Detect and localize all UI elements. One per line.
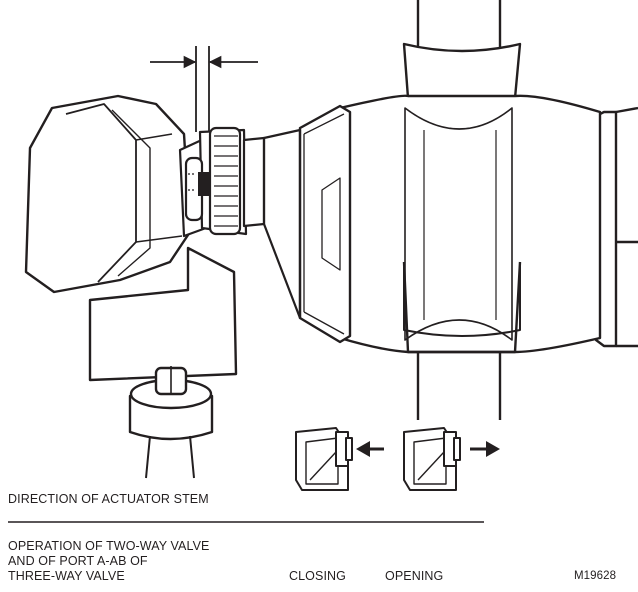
closing-diagram: [295, 427, 353, 491]
operation-line: OPERATION OF TWO-WAY VALVE: [8, 539, 210, 553]
actuator-stem-coupling: [178, 126, 302, 320]
operation-line: THREE-WAY VALVE: [8, 569, 125, 583]
actuator: [24, 94, 238, 479]
stem-gap-dimension: [150, 46, 258, 132]
arrow-left-icon: [356, 441, 384, 457]
operation-line: AND OF PORT A-AB OF: [8, 554, 148, 568]
direction-label: DIRECTION OF ACTUATOR STEM: [8, 492, 209, 506]
opening-label: OPENING: [385, 569, 444, 583]
closing-label: CLOSING: [289, 569, 346, 583]
arrow-right-icon: [470, 441, 500, 457]
valve-body: [298, 0, 638, 420]
operation-label: OPERATION OF TWO-WAY VALVE AND OF PORT A…: [8, 539, 209, 584]
opening-diagram: [403, 427, 461, 491]
figure-number: M19628: [574, 570, 617, 582]
